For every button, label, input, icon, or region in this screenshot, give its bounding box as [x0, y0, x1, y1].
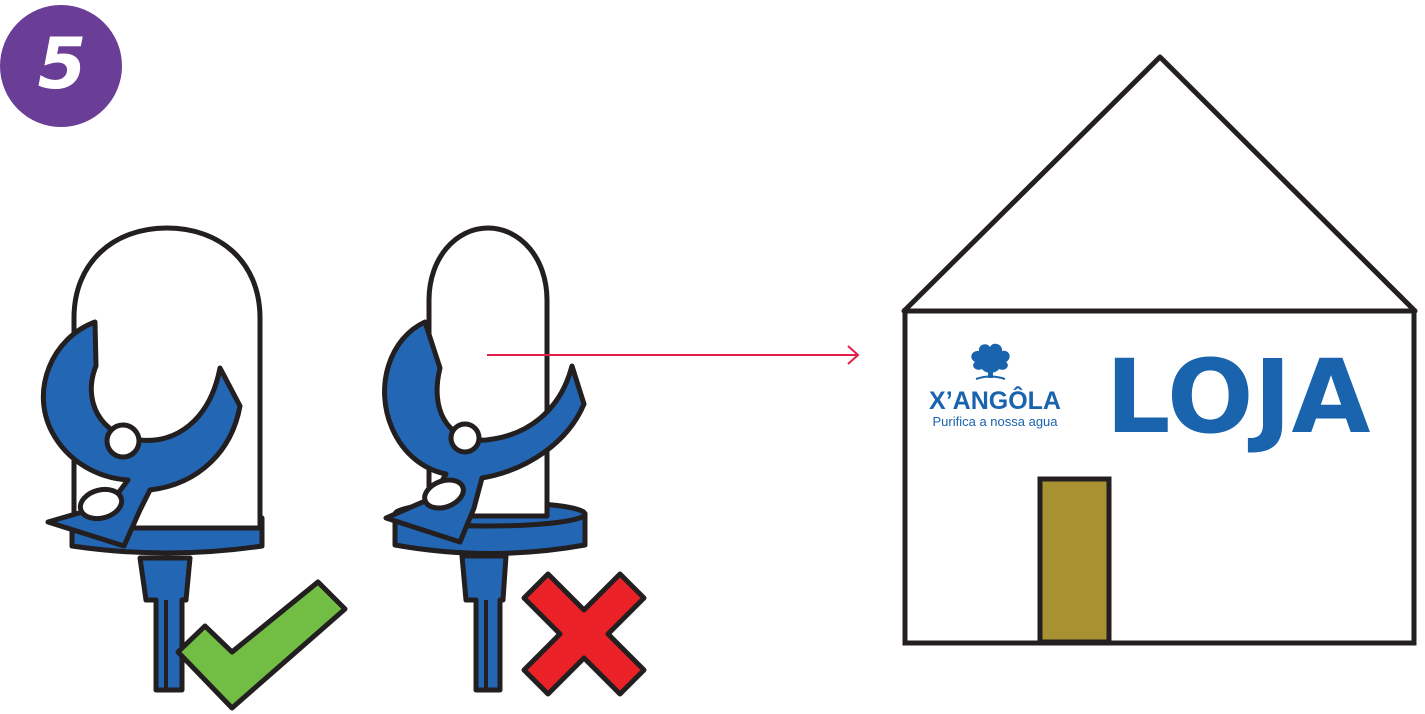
tree-icon [971, 343, 1010, 380]
brand-name: X’ANGÔLA [929, 385, 1061, 415]
check-mark-icon [175, 579, 348, 711]
roof [901, 54, 1418, 314]
wrench-hole [448, 421, 482, 455]
wrench-hole [104, 422, 142, 460]
brand-tagline: Purifica a nossa agua [932, 414, 1058, 429]
step-number: 5 [37, 23, 87, 105]
wrench-slot [422, 477, 466, 511]
cross-mark-icon [521, 571, 647, 697]
direction-arrow [487, 345, 860, 365]
step-badge: 5 [0, 5, 122, 127]
store-sign: LOJA [1106, 338, 1371, 457]
incorrect-placement-illustration [382, 225, 588, 693]
store-door [1037, 476, 1112, 645]
brand-logo: X’ANGÔLA Purifica a nossa agua [929, 343, 1061, 429]
wrench-slot [77, 486, 125, 522]
correct-placement-illustration [41, 225, 265, 693]
